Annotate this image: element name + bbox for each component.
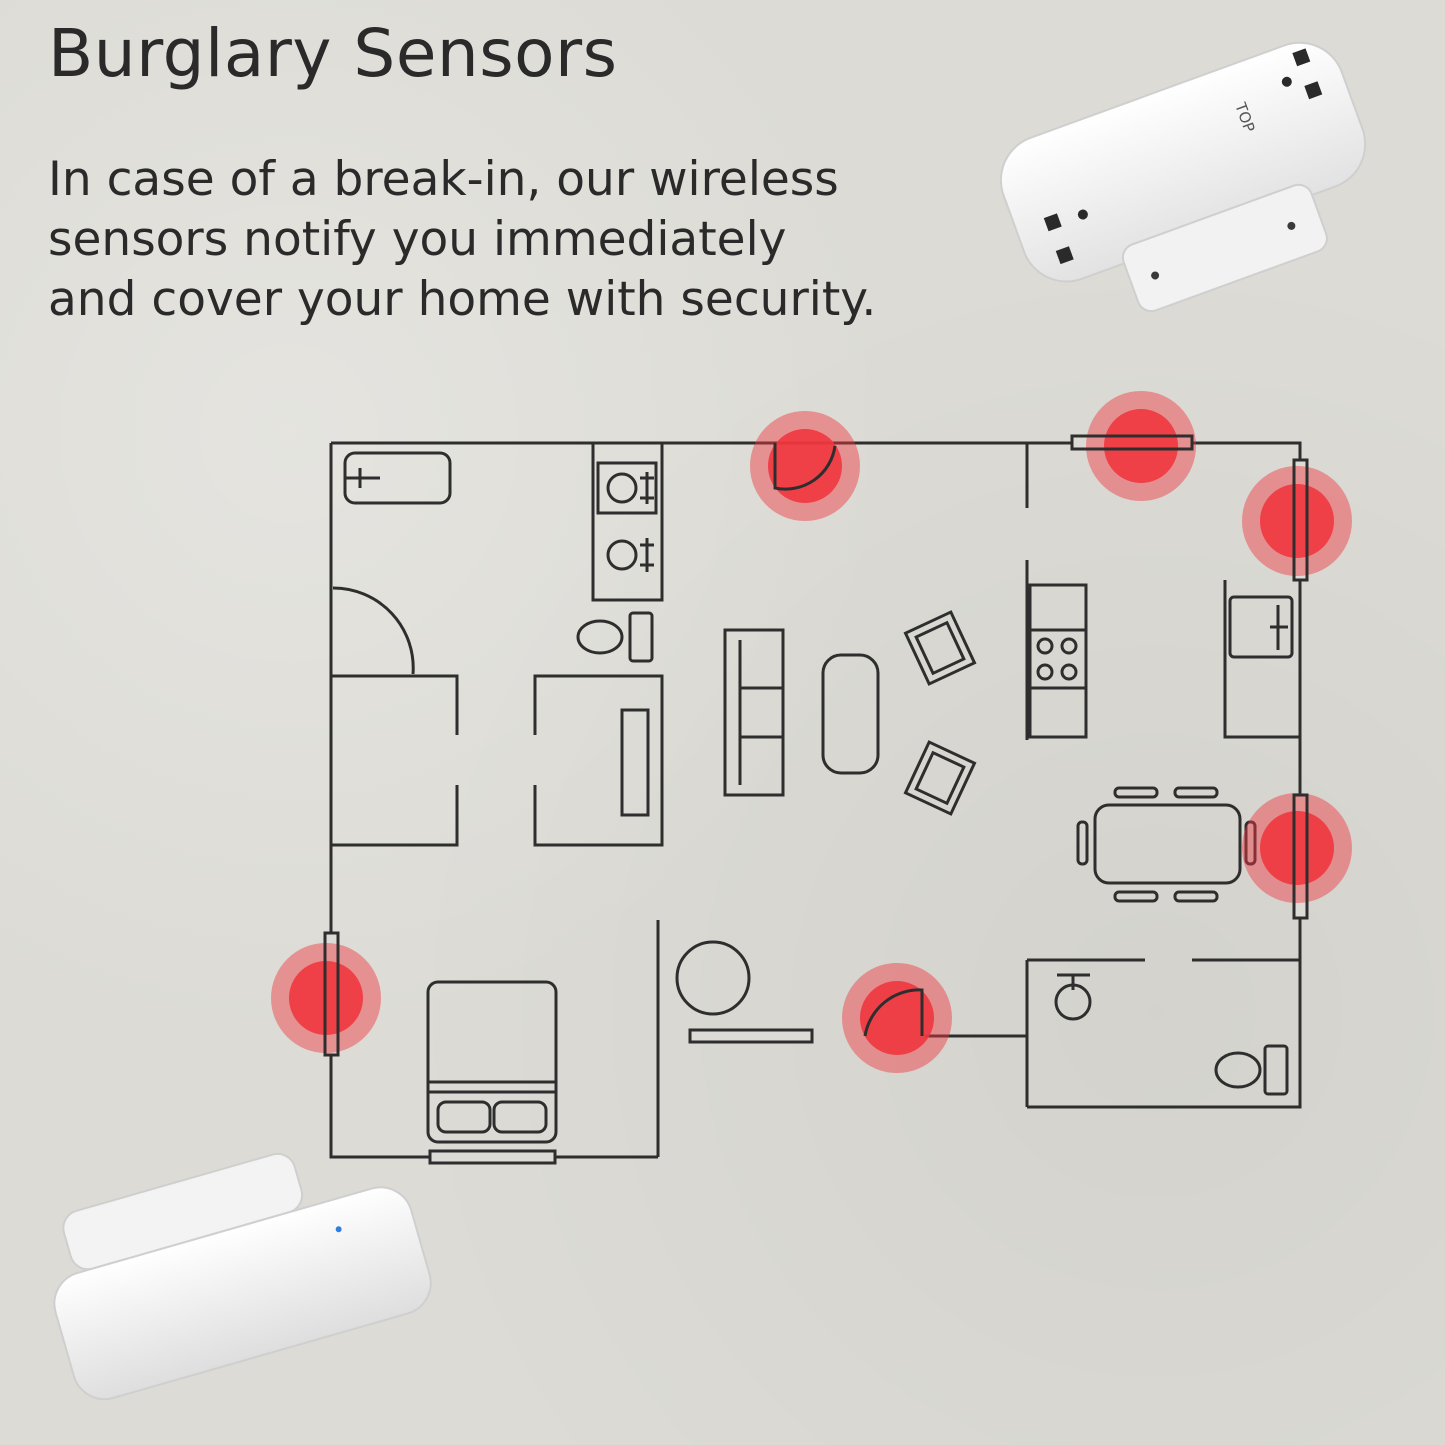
exterior-wall [331, 441, 1302, 1109]
bedroom-walls [331, 674, 664, 847]
coffee-table-icon [821, 653, 880, 775]
sofa-icon [723, 628, 785, 797]
sensor-marker-icon [1086, 391, 1196, 501]
description-line-2: sensors notify you immediately [48, 212, 787, 267]
closet-arc [332, 586, 415, 675]
wardrobe [620, 708, 650, 817]
description-line-3: and cover your home with security. [48, 272, 877, 327]
armchair-icon [903, 610, 977, 686]
door [773, 443, 837, 491]
window [428, 1149, 557, 1165]
sink-icon [596, 461, 658, 515]
description: In case of a break-in, our wireless sens… [48, 150, 948, 330]
window [688, 1028, 814, 1044]
interior-walls [656, 443, 1300, 1157]
sink-icon [606, 538, 654, 572]
page-title: Burglary Sensors [48, 15, 618, 92]
exterior-wall-left [329, 443, 658, 1159]
round-table-icon [675, 940, 751, 1016]
bed-icon [426, 980, 558, 1144]
sink-icon [1228, 595, 1294, 659]
stove-icon [1028, 583, 1088, 739]
toilet-icon [1214, 1044, 1289, 1096]
description-line-1: In case of a break-in, our wireless [48, 152, 839, 207]
bathroom-walls [591, 443, 664, 602]
sensor-device-bottom [53, 1152, 432, 1401]
sensor-device-top: TOP [999, 41, 1367, 313]
sensor-marker-icon [842, 963, 952, 1073]
sensor-markers [271, 391, 1352, 1073]
sink-icon [1054, 973, 1092, 1021]
dining-table-icon [1076, 786, 1257, 903]
armchair-icon [903, 740, 977, 816]
sensor-marker-icon [750, 411, 860, 521]
sensor-marker-icon [1242, 466, 1352, 576]
toilet-icon [576, 611, 654, 663]
door [863, 988, 924, 1037]
sensor-marker-icon [1242, 793, 1352, 903]
